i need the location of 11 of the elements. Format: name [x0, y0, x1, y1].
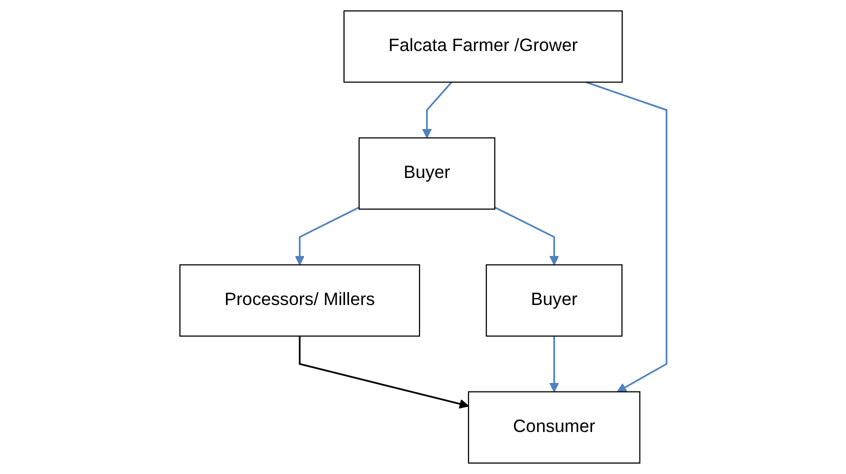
arrow: [586, 81, 668, 392]
arrow: [422, 82, 452, 138]
node-box: Falcata Farmer /Grower: [343, 10, 623, 83]
arrow: [494, 206, 559, 266]
node-box: Buyer: [358, 137, 496, 210]
arrow: [294, 206, 360, 266]
node-box: Consumer: [468, 391, 640, 464]
node-box: Processors/ Millers: [179, 264, 420, 337]
arrow: [549, 336, 559, 392]
node-box: Buyer: [486, 264, 622, 337]
arrow: [298, 336, 469, 409]
